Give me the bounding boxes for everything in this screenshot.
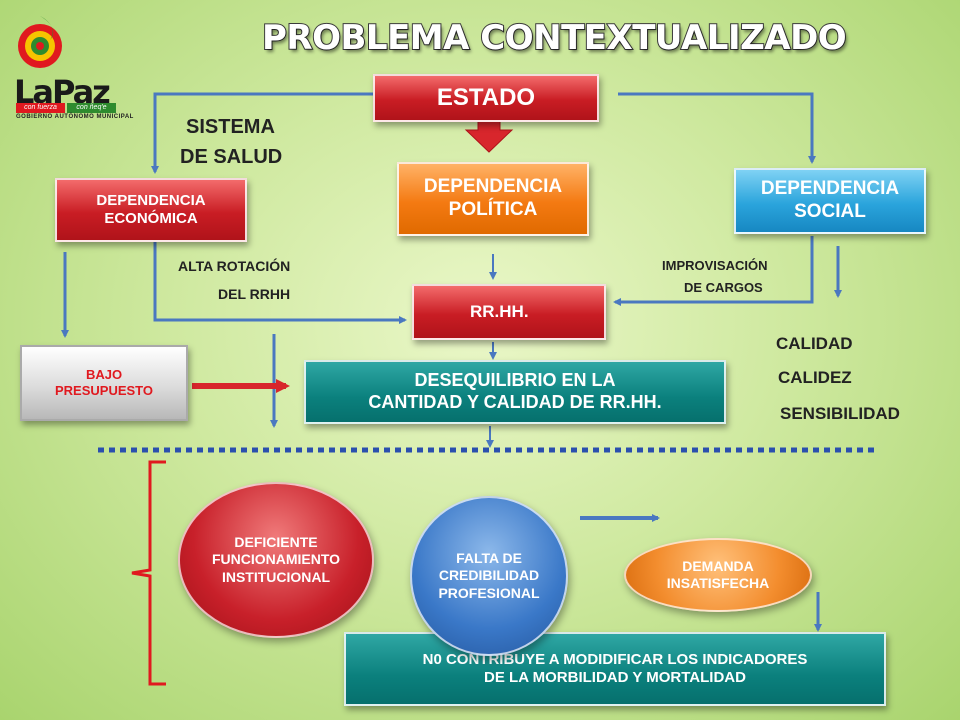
demanda-insatisfecha-oval: DEMANDA INSATISFECHA <box>624 538 812 612</box>
dependencia-politica-box: DEPENDENCIA POLÍTICA <box>397 162 589 236</box>
bajo-presupuesto-line-1: BAJO <box>85 367 123 383</box>
dep-economica-line-2: ECONÓMICA <box>104 210 198 227</box>
desequilibrio-line-2: CANTIDAD Y CALIDAD DE RR.HH. <box>368 392 662 412</box>
desequilibrio-line-1: DESEQUILIBRIO EN LA <box>414 370 616 391</box>
dep-economica-line-1: DEPENDENCIA <box>96 192 206 209</box>
rrhh-box: RR.HH. <box>412 284 606 340</box>
logo-tag-left: con fuerza <box>16 103 65 113</box>
demanda-line-2: INSATISFECHA <box>666 575 770 591</box>
falta-line-3: PROFESIONAL <box>438 584 540 601</box>
deficiente-line-3: INSTITUCIONAL <box>221 568 331 585</box>
no-contribuye-line-1: N0 CONTRIBUYE A MODIDIFICAR LOS INDICADO… <box>422 651 808 668</box>
deficiente-line-1: DEFICIENTE <box>234 533 318 550</box>
alta-rotacion-label-1: ALTA ROTACIÓN <box>178 258 291 274</box>
dep-politica-line-2: POLÍTICA <box>448 199 538 220</box>
sistema-label-1: SISTEMA <box>186 116 275 138</box>
desequilibrio-box: DESEQUILIBRIO EN LA CANTIDAD Y CALIDAD D… <box>304 360 726 424</box>
estado-label: ESTADO <box>436 83 536 111</box>
logo-subtitle: GOBIERNO AUTÓNOMO MUNICIPAL <box>16 114 134 120</box>
dep-politica-line-1: DEPENDENCIA <box>423 176 563 198</box>
sistema-label-2: DE SALUD <box>180 146 283 168</box>
estado-box: ESTADO <box>373 74 599 122</box>
no-contribuye-box: N0 CONTRIBUYE A MODIDIFICAR LOS INDICADO… <box>344 632 886 706</box>
page-title: PROBLEMA CONTEXTUALIZADO <box>261 17 848 59</box>
dependencia-economica-box: DEPENDENCIA ECONÓMICA <box>55 178 247 242</box>
sensibilidad-label: SENSIBILIDAD <box>780 404 900 423</box>
improvisacion-label-1: IMPROVISACIÓN <box>662 258 768 273</box>
falta-credibilidad-oval: FALTA DE CREDIBILIDAD PROFESIONAL <box>410 496 568 656</box>
dep-social-line-2: SOCIAL <box>794 201 866 222</box>
lapaz-logo <box>12 14 122 124</box>
calidez-label: CALIDEZ <box>778 368 852 387</box>
bajo-presupuesto-line-2: PRESUPUESTO <box>54 383 153 398</box>
dependencia-social-box: DEPENDENCIA SOCIAL <box>734 168 926 234</box>
rrhh-label: RR.HH. <box>470 301 529 321</box>
dep-social-line-1: DEPENDENCIA <box>760 178 900 200</box>
falta-line-1: FALTA DE <box>456 549 522 566</box>
calidad-label: CALIDAD <box>776 334 853 353</box>
logo-tagline: con fuerza con ñeq'e <box>16 103 116 113</box>
deficiente-funcionamiento-oval: DEFICIENTE FUNCIONAMIENTO INSTITUCIONAL <box>178 482 374 638</box>
logo-emblem-icon <box>18 16 62 68</box>
logo-tag-right: con ñeq'e <box>67 103 116 113</box>
no-contribuye-line-2: DE LA MORBILIDAD Y MORTALIDAD <box>484 669 746 686</box>
deficiente-line-2: FUNCIONAMIENTO <box>211 551 341 568</box>
bajo-presupuesto-box: BAJO PRESUPUESTO <box>20 345 188 421</box>
improvisacion-label-2: DE CARGOS <box>684 280 763 295</box>
falta-line-2: CREDIBILIDAD <box>438 567 540 584</box>
alta-rotacion-label-2: DEL RRHH <box>218 286 291 302</box>
demanda-line-1: DEMANDA <box>682 557 754 574</box>
